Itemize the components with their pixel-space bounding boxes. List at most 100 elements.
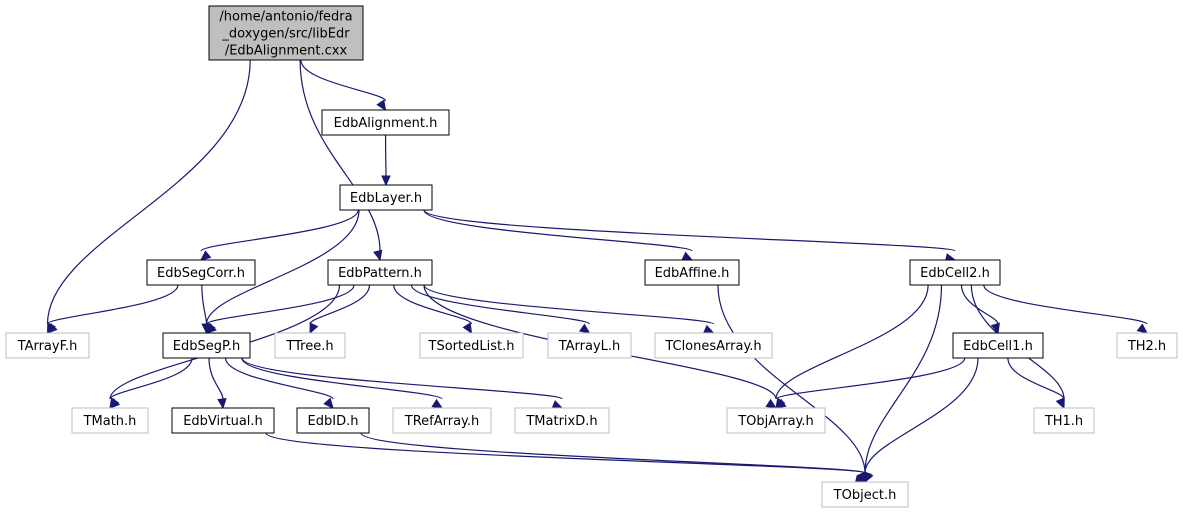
edge-edblayer-h-to-edbsegcorr-h: [200, 209, 359, 261]
edge-edbsegp-h-to-edbvirtual-h: [208, 357, 227, 410]
edge-edbsegp-h-to-edbid-h: [224, 357, 334, 409]
arrowhead-icon: [309, 322, 319, 335]
node-trefarray-h: TRefArray.h: [392, 407, 492, 434]
node-edbvirtual-h[interactable]: EdbVirtual.h: [171, 407, 275, 434]
node-label: TH2.h: [1127, 339, 1166, 354]
node-box: [547, 332, 632, 359]
edge-edbpattern-h-to-tarrayl-h: [410, 284, 591, 334]
edge-root-to-edbpattern-h: [299, 59, 383, 262]
node-label: TArrayF.h: [17, 339, 78, 354]
node-label: TRefArray.h: [404, 414, 480, 429]
node-edbalignment-h[interactable]: EdbAlignment.h: [321, 109, 450, 136]
edge-edbsegp-h-to-tmath-h: [109, 357, 193, 410]
node-tclonesarray-h: TClonesArray.h: [654, 332, 773, 359]
arrowhead-icon: [1055, 397, 1065, 410]
edge-root-to-edbalignment-h: [300, 59, 387, 112]
node-box: [146, 259, 256, 286]
node-box: [909, 259, 1001, 286]
node-box: [726, 407, 826, 434]
edge-edblayer-h-to-edbcell2-h: [423, 209, 957, 263]
node-label: /home/antonio/fedra: [219, 10, 352, 25]
node-edbcell1-h[interactable]: EdbCell1.h: [952, 332, 1044, 359]
node-edbsegp-h[interactable]: EdbSegP.h: [162, 332, 251, 359]
edge-edbsegp-h-to-trefarray-h: [241, 357, 444, 409]
node-box: [296, 407, 370, 434]
edge-edbpattern-h-to-edbsegp-h: [205, 284, 355, 334]
edge-root-to-tarrayf-h: [46, 59, 251, 335]
edge-edbaffine-h-to-tobject-h: [717, 284, 866, 484]
edges-layer: [46, 59, 1148, 485]
node-box: [392, 407, 492, 434]
arrowhead-icon: [109, 397, 120, 410]
arrowhead-icon: [200, 250, 212, 261]
node-box: [952, 332, 1044, 359]
node-box: [5, 332, 90, 359]
node-label: /EdbAlignment.cxx: [225, 44, 348, 59]
arrowhead-icon: [1136, 323, 1148, 334]
arrowhead-icon: [381, 175, 391, 187]
node-edblayer-h[interactable]: EdbLayer.h: [339, 184, 433, 211]
edge-edbcell2-h-to-tobjarray-h: [775, 284, 929, 410]
arrowhead-icon: [376, 99, 387, 112]
node-tobject-h: TObject.h: [821, 481, 909, 508]
node-box: [71, 407, 149, 434]
node-ttree-h: TTree.h: [274, 332, 346, 359]
arrowhead-icon: [431, 398, 444, 409]
edge-edblayer-h-to-edbaffine-h: [423, 209, 694, 261]
node-box: [1033, 407, 1095, 434]
node-edbsegcorr-h[interactable]: EdbSegCorr.h: [146, 259, 256, 286]
node-label: TSortedList.h: [428, 339, 515, 354]
node-label: EdbAffine.h: [655, 266, 730, 281]
edge-edbsegp-h-to-tmatrixd-h: [241, 357, 564, 409]
node-box: [339, 184, 433, 211]
edge-edbcell1-h-to-th1-h: [1007, 357, 1065, 410]
node-label: EdbCell2.h: [920, 266, 990, 281]
node-box: [419, 332, 524, 359]
node-label: TMath.h: [83, 414, 137, 429]
node-box: [821, 481, 909, 508]
arrowhead-icon: [765, 398, 778, 409]
node-tsortedlist-h: TSortedList.h: [419, 332, 524, 359]
node-box: [1116, 332, 1178, 359]
node-label: TMatrixD.h: [525, 414, 597, 429]
node-label: TArrayL.h: [558, 339, 621, 354]
node-box: [208, 5, 364, 61]
node-root[interactable]: /home/antonio/fedra_doxygen/src/libEdr/E…: [208, 5, 364, 61]
edge-edbcell2-h-to-th2-h: [983, 284, 1148, 334]
arrowhead-icon: [323, 397, 334, 409]
arrowhead-icon: [462, 322, 473, 335]
node-label: TClonesArray.h: [664, 339, 761, 354]
node-edbpattern-h[interactable]: EdbPattern.h: [327, 259, 433, 286]
edge-edbvirtual-h-to-tobject-h: [265, 432, 867, 485]
node-label: EdbVirtual.h: [183, 414, 263, 429]
node-tarrayl-h: TArrayL.h: [547, 332, 632, 359]
node-th2-h: TH2.h: [1116, 332, 1178, 359]
edge-edbcell1-h-to-tobject-h: [864, 357, 979, 484]
arrowhead-icon: [864, 471, 874, 484]
edge-edbsegcorr-h-to-tarrayf-h: [46, 284, 179, 334]
arrowhead-icon: [774, 398, 787, 409]
node-box: [327, 259, 433, 286]
node-edbcell2-h[interactable]: EdbCell2.h: [909, 259, 1001, 286]
node-label: TObjArray.h: [737, 414, 814, 429]
arrowhead-icon: [46, 322, 58, 334]
node-box: [274, 332, 346, 359]
edge-edbcell2-h-to-edbcell1-h: [960, 284, 1000, 335]
node-label: TTree.h: [285, 339, 333, 354]
node-box: [654, 332, 773, 359]
node-label: EdbSegCorr.h: [157, 266, 245, 281]
node-box: [171, 407, 275, 434]
node-box: [644, 259, 740, 286]
node-edbaffine-h[interactable]: EdbAffine.h: [644, 259, 740, 286]
node-label: EdbSegP.h: [173, 339, 240, 354]
node-box: [321, 109, 450, 136]
nodes-layer: /home/antonio/fedra_doxygen/src/libEdr/E…: [5, 5, 1178, 508]
arrowhead-icon: [702, 324, 715, 334]
node-tmatrixd-h: TMatrixD.h: [514, 407, 610, 434]
arrowhead-icon: [373, 249, 383, 262]
edge-edbpattern-h-to-ttree-h: [309, 284, 371, 335]
node-tmath-h: TMath.h: [71, 407, 149, 434]
arrowhead-icon: [551, 400, 564, 409]
node-edbid-h[interactable]: EdbID.h: [296, 407, 370, 434]
